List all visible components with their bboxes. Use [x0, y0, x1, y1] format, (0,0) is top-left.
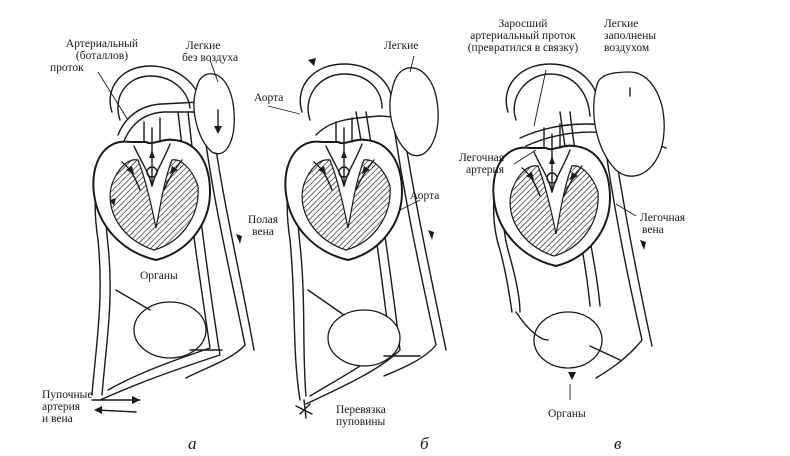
- heart-a: [92, 117, 211, 261]
- caption-a: а: [188, 434, 197, 453]
- label-umbilical-line2: артерия: [42, 401, 81, 413]
- caption-v: в: [614, 434, 622, 453]
- label-vena-cava: Полая вена: [238, 214, 288, 238]
- label-lungs-b: Легкие: [384, 40, 419, 52]
- label-ductus-line1: Артериальный: [65, 38, 139, 50]
- label-pulmonary-artery: Легочная артерия: [432, 152, 504, 176]
- label-pulm-vein-line1: Легочная: [640, 212, 686, 224]
- panel-b: [267, 55, 447, 419]
- label-pulm-artery-line2: артерия: [465, 164, 504, 176]
- lungs-a: [193, 73, 235, 155]
- heart-v: [492, 123, 611, 267]
- label-ligation-line1: Перевязка: [336, 404, 386, 416]
- label-pulm-artery-line1: Легочная: [458, 152, 504, 164]
- label-aorta-top: Аорта: [254, 92, 284, 104]
- lungs-v: [593, 71, 665, 177]
- label-lungs-v-line1: Легкие: [604, 18, 639, 30]
- panel-a: [91, 59, 255, 414]
- label-ductus-line2: (боталлов): [75, 50, 129, 62]
- label-overgrown-line3: (превратился в связку): [467, 42, 579, 54]
- label-cord-ligation: Перевязка пуповины: [336, 404, 386, 428]
- label-umbilical-line3: и вена: [42, 413, 73, 425]
- label-pulm-vein-line2: вена: [642, 224, 664, 236]
- label-overgrown-line1: Заросший: [498, 18, 548, 30]
- heart-b: [284, 117, 403, 261]
- label-pulmonary-vein: Легочная вена: [640, 212, 685, 236]
- label-ductus-arteriosus: Артериальный (боталлов) проток: [32, 38, 172, 74]
- label-ductus-line3: проток: [50, 62, 84, 74]
- label-ligation-line2: пуповины: [336, 416, 386, 428]
- label-aorta-right: Аорта: [410, 190, 440, 202]
- label-umbilical-line1: Пупочные: [42, 389, 93, 401]
- label-vena-cava-line1: Полая: [247, 214, 279, 226]
- organs-b: [327, 309, 401, 367]
- label-lungs-v-line3: воздухом: [604, 42, 650, 54]
- label-organs-v: Органы: [548, 408, 586, 420]
- label-organs-a: Органы: [140, 270, 178, 282]
- organs-v: [533, 311, 603, 369]
- panel-v: [492, 63, 667, 400]
- label-lungs-a-line2: без воздуха: [182, 52, 239, 64]
- label-overgrown-line2: артериальный проток: [470, 30, 576, 42]
- label-vena-cava-line2: вена: [252, 226, 274, 238]
- label-lungs-v-line2: заполнены: [604, 30, 657, 42]
- label-lungs-airless: Легкие без воздуха: [182, 40, 238, 64]
- label-overgrown-ductus: Заросший артериальный проток (превратилс…: [448, 18, 598, 54]
- lungs-b: [389, 67, 439, 157]
- label-lungs-air-filled: Легкие заполнены воздухом: [604, 18, 656, 54]
- caption-b: б: [420, 434, 429, 453]
- organs-a: [133, 301, 207, 359]
- label-lungs-a-line1: Легкие: [186, 40, 221, 52]
- label-umbilical-vessels: Пупочные артерия и вена: [42, 389, 92, 425]
